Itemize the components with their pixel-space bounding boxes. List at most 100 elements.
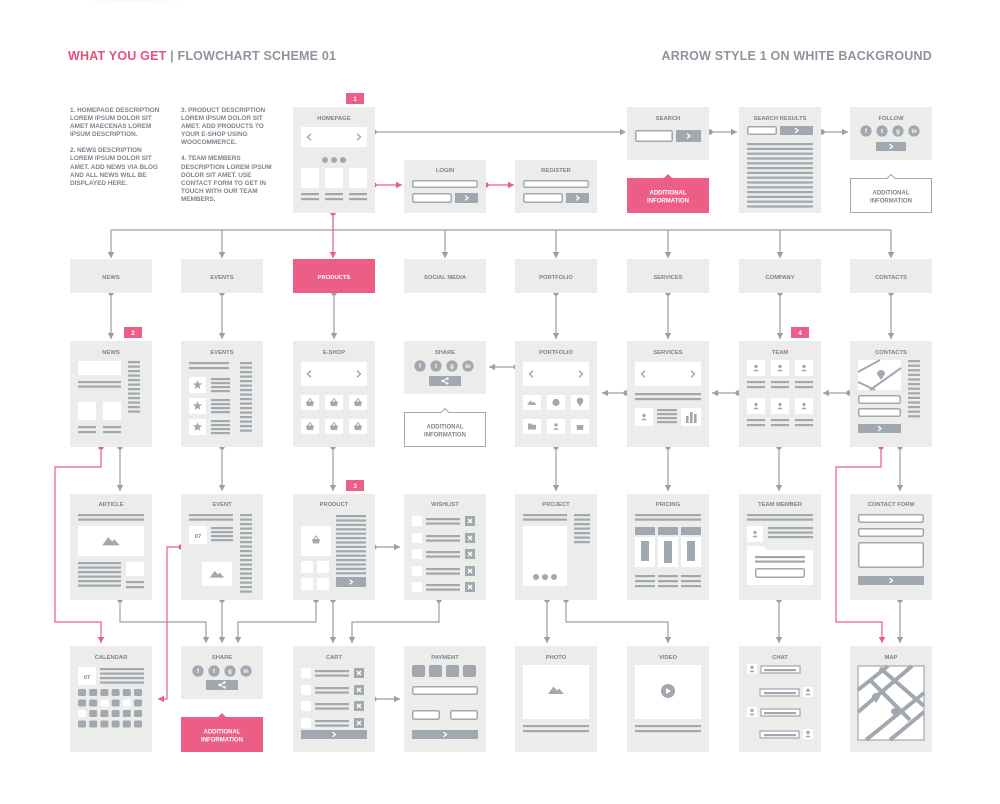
close-icon <box>467 551 473 557</box>
category-company: COMPANY <box>739 259 821 293</box>
share-icon <box>446 377 449 380</box>
arrow-head <box>602 389 608 397</box>
text-line <box>336 519 366 522</box>
text-line <box>315 670 349 673</box>
text-line <box>795 424 813 427</box>
social-icon-glyph: f <box>865 129 868 135</box>
name-field <box>858 514 924 523</box>
button <box>676 130 701 142</box>
arrow-head <box>664 637 672 643</box>
calendar-day <box>89 710 98 717</box>
text-line <box>315 703 349 706</box>
text-line <box>747 171 813 174</box>
social-icon <box>908 125 920 137</box>
text-line <box>426 535 460 538</box>
social-icon <box>192 665 204 677</box>
video-card: VIDEO <box>627 646 709 752</box>
card-title: FOLLOW <box>878 116 904 122</box>
arrow-head <box>489 363 495 371</box>
social-icon-glyph: in <box>243 669 249 675</box>
user-icon <box>749 713 755 716</box>
button <box>412 730 478 739</box>
text-line <box>681 585 701 588</box>
card-background <box>70 259 152 293</box>
button <box>780 126 813 135</box>
text-line <box>747 200 813 203</box>
arrow-head <box>712 389 718 397</box>
text-line <box>78 426 96 429</box>
ui-block <box>908 364 920 367</box>
user-icon <box>753 530 757 535</box>
contact-form-card: CONTACT FORM <box>850 494 932 600</box>
pin-icon <box>872 693 880 703</box>
text-line <box>211 390 230 393</box>
card-background <box>181 259 263 293</box>
user-icon <box>777 369 783 372</box>
chevron-right-icon <box>877 425 883 432</box>
text-line <box>336 572 366 575</box>
arrow-head <box>664 485 672 491</box>
ui-block <box>128 379 140 382</box>
card-title: REGISTER <box>541 168 571 174</box>
white-panel <box>301 578 313 590</box>
note-product: 3. PRODUCT DESCRIPTION LOREM IPSUM DOLOR… <box>181 107 266 147</box>
social-icon-glyph: t <box>435 364 437 370</box>
text-line <box>657 413 677 416</box>
title-main: FLOWCHART SCHEME 01 <box>177 49 337 63</box>
arrow-head <box>664 252 672 258</box>
plan-feature <box>687 541 695 561</box>
text-line <box>795 419 813 422</box>
card-background <box>404 259 486 293</box>
card-title: WISHLIST <box>431 502 459 508</box>
thumbnail <box>301 168 319 188</box>
ui-block <box>908 401 920 404</box>
chevron-right-icon <box>443 731 448 738</box>
arrow-head <box>508 181 514 189</box>
text-line <box>211 420 230 423</box>
calendar-day <box>100 699 109 707</box>
text-line <box>747 424 765 427</box>
thumbnail <box>325 168 343 188</box>
text-line <box>189 518 233 521</box>
chevron-right-icon <box>889 577 894 584</box>
ui-block <box>128 401 140 404</box>
ui-block <box>240 371 252 374</box>
play-icon <box>666 688 671 694</box>
date-tile <box>189 526 207 544</box>
chevron-right-icon <box>464 195 470 201</box>
step-badge: 1 <box>346 93 364 104</box>
text-line <box>78 385 121 388</box>
card-title: ARTICLE <box>98 502 123 508</box>
close-icon <box>356 720 362 726</box>
white-panel <box>126 562 144 576</box>
text-line <box>523 725 589 728</box>
text-line <box>211 424 230 427</box>
star-icon <box>192 422 203 431</box>
connector-arrow <box>119 600 207 643</box>
text-line <box>211 386 230 389</box>
text-line <box>635 393 701 396</box>
title-accent: WHAT YOU GET <box>68 49 167 63</box>
arrow-head <box>776 333 784 339</box>
text-line <box>764 669 796 672</box>
search-input <box>747 126 777 135</box>
text-line <box>211 403 230 406</box>
share-icon <box>218 683 221 687</box>
step-badge: 4 <box>791 327 809 338</box>
card-title: CONTACT FORM <box>868 502 915 508</box>
text-line <box>657 417 677 420</box>
info-box-label: ADDITIONAL <box>427 425 464 431</box>
card-title: LOGIN <box>436 168 454 174</box>
team-member-card: TEAM MEMBER <box>739 494 821 600</box>
button <box>566 193 589 203</box>
basket-icon <box>307 397 313 402</box>
badge-number: 1 <box>353 96 357 103</box>
plan-feature <box>664 541 672 563</box>
info-box-background <box>181 713 263 752</box>
card-title: VIDEO <box>659 655 678 661</box>
email-field <box>858 528 924 537</box>
plan-header <box>635 527 655 535</box>
item-tile <box>412 549 422 559</box>
calendar-day <box>111 710 120 717</box>
category-label: COMPANY <box>765 275 794 281</box>
